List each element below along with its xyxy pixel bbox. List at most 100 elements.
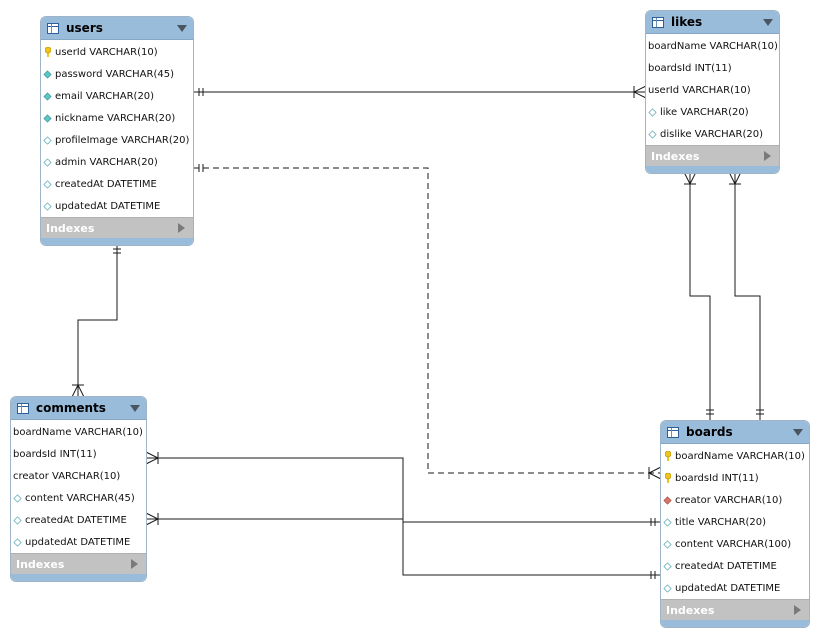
expand-arrow-icon[interactable]: [794, 605, 801, 615]
column-definition: password VARCHAR(45): [55, 68, 174, 80]
column-definition: updatedAt DATETIME: [675, 582, 781, 594]
likes-table[interactable]: likes boardName VARCHAR(10)boardsId INT(…: [645, 10, 780, 174]
column-definition: boardName VARCHAR(10): [675, 450, 805, 462]
column-row[interactable]: userId VARCHAR(10): [646, 79, 779, 101]
column-row[interactable]: boardsId INT(11): [646, 57, 779, 79]
one-marker: [650, 518, 656, 526]
column-list: boardName VARCHAR(10) boardsId INT(11) cre…: [11, 420, 146, 553]
one-marker: [650, 571, 656, 579]
collapse-arrow-icon[interactable]: [130, 405, 140, 412]
relationship-users-boards-line: [193, 167, 661, 474]
primary-key-icon: [45, 47, 51, 57]
table-bottom-band: [41, 238, 193, 245]
nullable-column-icon: [13, 537, 22, 547]
one-marker: [706, 409, 714, 415]
collapse-arrow-icon[interactable]: [793, 429, 803, 436]
column-row[interactable]: createdAt DATETIME: [11, 509, 146, 531]
indexes-section[interactable]: Indexes: [661, 599, 809, 620]
nullable-column-icon: [663, 539, 672, 549]
indexes-section[interactable]: Indexes: [41, 217, 193, 238]
column-row[interactable]: updatedAt DATETIME: [661, 577, 809, 599]
indexes-section[interactable]: Indexes: [11, 553, 146, 574]
nullable-column-icon: [648, 107, 657, 117]
column-row[interactable]: profileImage VARCHAR(20): [41, 129, 193, 151]
column-row[interactable]: dislike VARCHAR(20): [646, 123, 779, 145]
column-definition: userId VARCHAR(10): [648, 84, 751, 96]
nullable-column-icon: [663, 561, 672, 571]
column-row[interactable]: admin VARCHAR(20): [41, 151, 193, 173]
table-title: users: [66, 21, 103, 35]
column-definition: profileImage VARCHAR(20): [55, 134, 190, 146]
nullable-column-icon: [663, 583, 672, 593]
table-title: likes: [671, 15, 703, 29]
indexes-label: Indexes: [666, 603, 715, 617]
column-list: boardName VARCHAR(10)boardsId INT(11) use…: [646, 34, 779, 145]
column-definition: boardsId INT(11): [13, 448, 97, 460]
primary-key-icon: [665, 451, 671, 461]
primary-key-icon: [665, 473, 671, 483]
expand-arrow-icon[interactable]: [764, 151, 771, 161]
table-bottom-band: [661, 620, 809, 627]
column-row[interactable]: boardName VARCHAR(10): [11, 421, 146, 443]
column-definition: updatedAt DATETIME: [55, 200, 161, 212]
column-row[interactable]: boardsId INT(11): [661, 467, 809, 489]
column-row[interactable]: updatedAt DATETIME: [41, 195, 193, 217]
nullable-column-icon: [43, 157, 52, 167]
column-row[interactable]: boardsId INT(11): [11, 443, 146, 465]
column-definition: boardName VARCHAR(10): [13, 426, 143, 438]
one-marker: [113, 248, 121, 254]
many-marker: [145, 451, 160, 465]
column-row[interactable]: creator VARCHAR(10): [661, 489, 809, 511]
column-row[interactable]: nickname VARCHAR(20): [41, 107, 193, 129]
column-row[interactable]: content VARCHAR(100): [661, 533, 809, 555]
column-definition: content VARCHAR(45): [25, 492, 135, 504]
column-row[interactable]: creator VARCHAR(10): [11, 465, 146, 487]
foreign-key-icon: [663, 495, 672, 505]
column-row[interactable]: userId VARCHAR(10): [41, 41, 193, 63]
table-title: boards: [686, 425, 733, 439]
column-row[interactable]: boardName VARCHAR(10): [646, 35, 779, 57]
table-header[interactable]: users: [41, 17, 193, 40]
nullable-column-icon: [648, 129, 657, 139]
nullable-column-icon: [13, 515, 22, 525]
column-list: userId VARCHAR(10) password VARCHAR(45) em…: [41, 40, 193, 217]
column-row[interactable]: password VARCHAR(45): [41, 63, 193, 85]
column-definition: updatedAt DATETIME: [25, 536, 131, 548]
nullable-column-icon: [43, 201, 52, 211]
column-row[interactable]: like VARCHAR(20): [646, 101, 779, 123]
users-table[interactable]: users userId VARCHAR(10) password VARCHAR…: [40, 16, 194, 246]
column-row[interactable]: title VARCHAR(20): [661, 511, 809, 533]
column-definition: createdAt DATETIME: [675, 560, 777, 572]
expand-arrow-icon[interactable]: [178, 223, 185, 233]
relationship-boards-comments-line-1: [146, 457, 661, 576]
column-row[interactable]: createdAt DATETIME: [41, 173, 193, 195]
collapse-arrow-icon[interactable]: [763, 19, 773, 26]
table-bottom-band: [646, 166, 779, 173]
table-header[interactable]: comments: [11, 397, 146, 420]
expand-arrow-icon[interactable]: [131, 559, 138, 569]
relationship-boards-likes-line-1: [689, 172, 711, 421]
column-row[interactable]: boardName VARCHAR(10): [661, 445, 809, 467]
relationship-boards-likes-line-2: [734, 172, 761, 421]
table-header[interactable]: boards: [661, 421, 809, 444]
column-definition: admin VARCHAR(20): [55, 156, 158, 168]
indexes-label: Indexes: [651, 149, 700, 163]
comments-table[interactable]: comments boardName VARCHAR(10) boardsId I…: [10, 396, 147, 582]
column-definition: content VARCHAR(100): [675, 538, 792, 550]
column-row[interactable]: email VARCHAR(20): [41, 85, 193, 107]
column-definition: title VARCHAR(20): [675, 516, 767, 528]
not-null-column-icon: [43, 113, 52, 123]
boards-table[interactable]: boards boardName VARCHAR(10) boardsId INT…: [660, 420, 810, 628]
column-row[interactable]: createdAt DATETIME: [661, 555, 809, 577]
nullable-column-icon: [663, 517, 672, 527]
not-null-column-icon: [43, 69, 52, 79]
indexes-section[interactable]: Indexes: [646, 145, 779, 166]
column-list: boardName VARCHAR(10)boardsId INT(11)cre…: [661, 444, 809, 599]
table-header[interactable]: likes: [646, 11, 779, 34]
collapse-arrow-icon[interactable]: [177, 25, 187, 32]
table-icon: [17, 402, 29, 414]
column-definition: like VARCHAR(20): [660, 106, 749, 118]
column-row[interactable]: content VARCHAR(45): [11, 487, 146, 509]
column-row[interactable]: updatedAt DATETIME: [11, 531, 146, 553]
relationship-users-comments-line: [77, 244, 118, 397]
